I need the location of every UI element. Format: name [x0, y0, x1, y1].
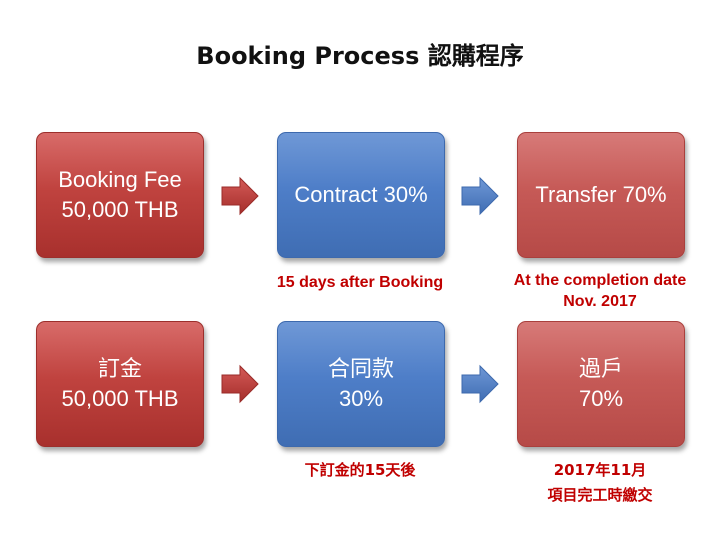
ownership-transfer-percent: 70% — [578, 386, 624, 411]
ownership-transfer-box: 過戶 70% — [517, 321, 685, 447]
contract-label: Contract 30% — [294, 182, 428, 207]
contract-timing-caption: 15 days after Booking — [252, 272, 468, 293]
contract-payment-percent: 30% — [338, 386, 384, 411]
arrow-right-icon — [221, 176, 259, 216]
deposit-label: 訂金 — [97, 356, 142, 381]
arrow-right-icon — [461, 176, 499, 216]
ownership-transfer-timing-line1: 2017年11月 — [553, 461, 647, 479]
transfer-timing-caption: At the completion date Nov. 2017 — [492, 270, 708, 312]
ownership-transfer-label: 過戶 — [578, 356, 623, 381]
booking-fee-box: Booking Fee 50,000 THB — [36, 132, 204, 258]
arrow-right-icon — [461, 364, 499, 404]
arrow-right-icon — [221, 364, 259, 404]
booking-fee-amount: 50,000 THB — [61, 197, 179, 222]
transfer-box: Transfer 70% — [517, 132, 685, 258]
contract-payment-timing-text: 下訂金的15天後 — [304, 461, 416, 479]
contract-box: Contract 30% — [277, 132, 445, 258]
contract-payment-timing-caption: 下訂金的15天後 — [252, 458, 468, 483]
page-title: Booking Process 認購程序 — [196, 42, 524, 70]
booking-fee-label: Booking Fee — [58, 167, 182, 192]
deposit-box: 訂金 50,000 THB — [36, 321, 204, 447]
contract-payment-label: 合同款 — [327, 356, 394, 381]
contract-payment-box: 合同款 30% — [277, 321, 445, 447]
transfer-timing-line1: At the completion date — [513, 272, 687, 289]
transfer-label: Transfer 70% — [535, 182, 667, 207]
contract-timing-text: 15 days after Booking — [276, 274, 444, 291]
transfer-timing-line2: Nov. 2017 — [563, 293, 637, 310]
ownership-transfer-timing-line2: 項目完工時繳交 — [547, 486, 653, 504]
ownership-transfer-timing-caption: 2017年11月 項目完工時繳交 — [492, 458, 708, 508]
deposit-amount: 50,000 THB — [61, 386, 179, 411]
